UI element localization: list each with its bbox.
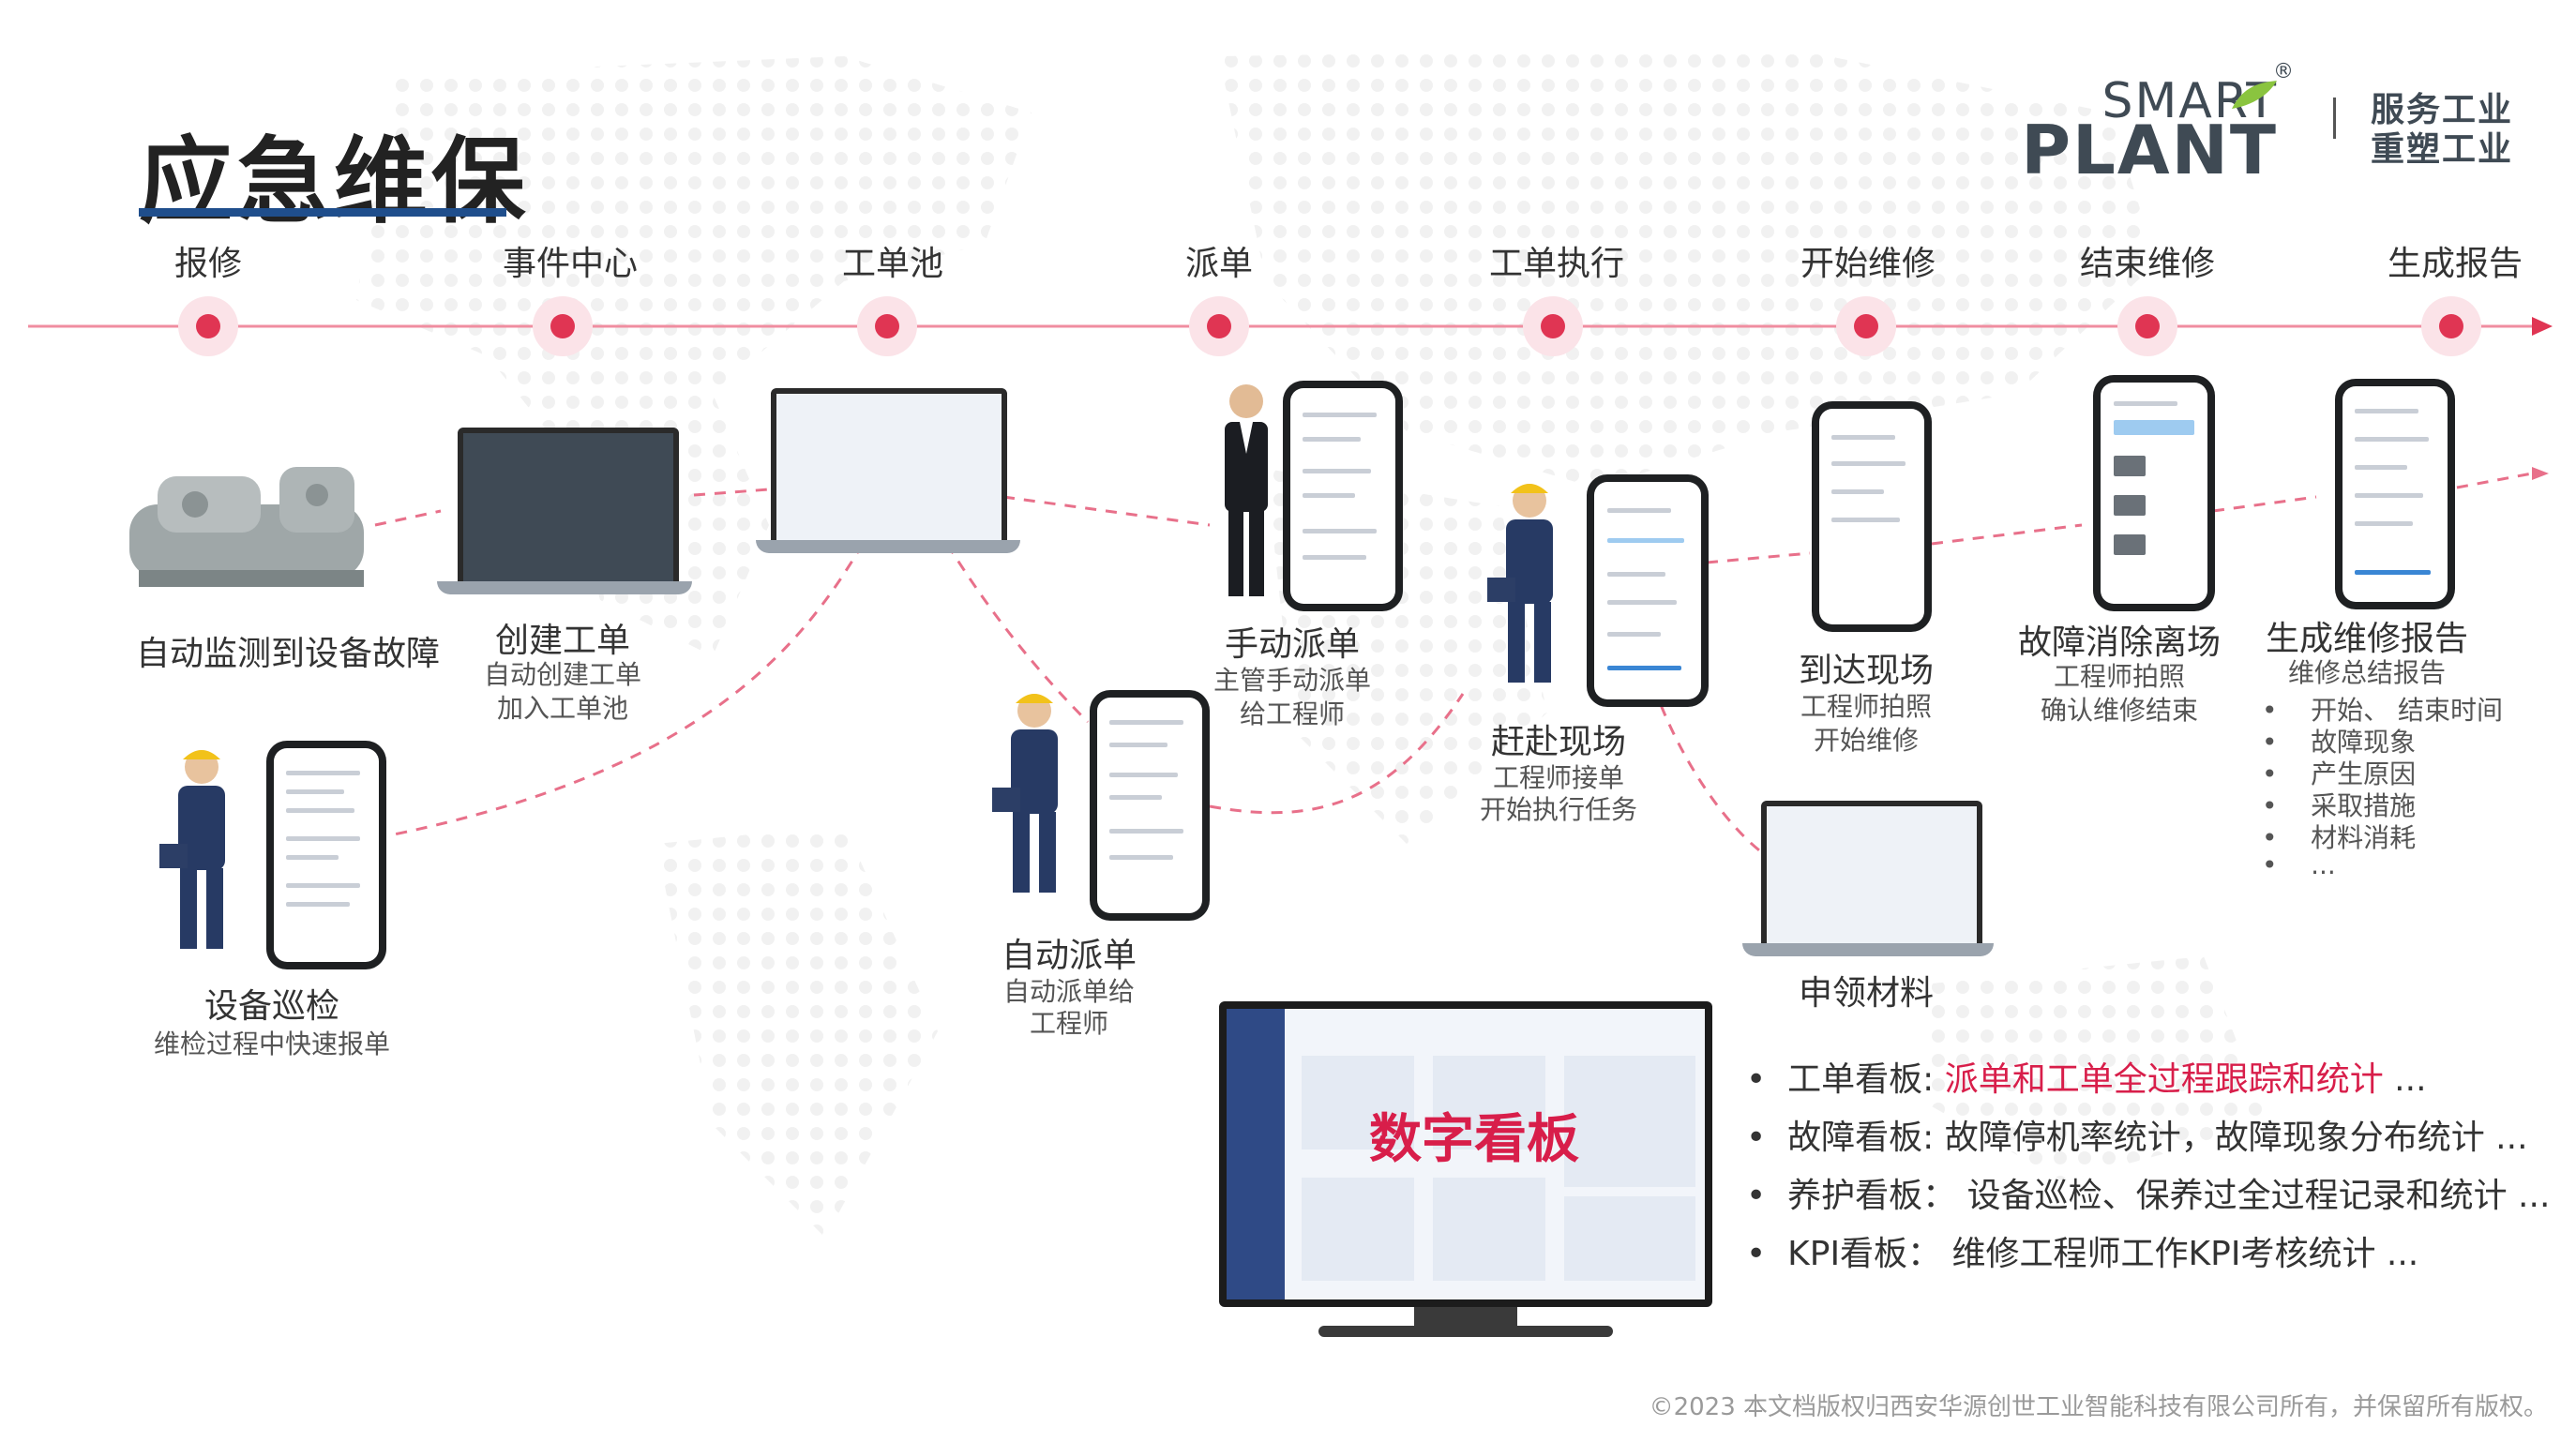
report-bullet: • 开始、 结束时间 [2262, 695, 2504, 726]
phone-screen [1594, 482, 1701, 699]
laptop-base [1742, 943, 1994, 956]
laptop-icon [771, 388, 1007, 546]
stage-label-dispatch: 派单 [1184, 245, 1254, 283]
monitor-foot [1318, 1326, 1613, 1337]
caption-inspect-sub: 维检过程中快速报单 [153, 1029, 391, 1059]
report-bullet: • ... [2262, 849, 2336, 880]
caption-material-title: 申领材料 [1798, 974, 1935, 1013]
worker-icon [159, 750, 225, 949]
laptop-base [437, 581, 692, 594]
timeline-dot [1523, 296, 1583, 356]
caption-inspect-title: 设备巡检 [203, 987, 340, 1026]
stage-label-end-repair: 结束维修 [2079, 245, 2216, 283]
timeline-line [28, 317, 2553, 336]
board-item-fault: • 故障看板: 故障停机率统计，故障现象分布统计 ... [1746, 1119, 2528, 1157]
caption-auto-dispatch-title: 自动派单 [1001, 937, 1137, 975]
caption-report-title: 生成维修报告 [2265, 620, 2469, 658]
phone-icon [1812, 401, 1932, 632]
caption-auto-detect: 自动监测到设备故障 [135, 635, 441, 673]
dashboard-screen [1227, 1009, 1705, 1299]
page-title: 应急维保 [139, 127, 529, 236]
caption-create-sub1: 自动创建工单 [483, 659, 642, 690]
laptop-base [756, 540, 1020, 553]
caption-manual-title: 手动派单 [1224, 625, 1361, 664]
phone-icon [1283, 381, 1403, 611]
caption-arrive-sub1: 工程师拍照 [1800, 691, 1933, 722]
timeline-dot [2421, 296, 2481, 356]
caption-rush-sub2: 开始执行任务 [1479, 794, 1638, 825]
businessman-icon [1225, 384, 1268, 596]
stage-label-gen-report: 生成报告 [2387, 245, 2523, 283]
phone-icon [1090, 690, 1210, 921]
phone-screen [1097, 698, 1202, 913]
timeline-dot [1836, 296, 1896, 356]
phone-icon [266, 741, 386, 969]
caption-arrive-title: 到达现场 [1798, 652, 1935, 690]
timeline-dot [533, 296, 593, 356]
phone-icon [2093, 375, 2215, 611]
caption-arrive-sub2: 开始维修 [1813, 725, 1920, 756]
report-bullet: • 产生原因 [2262, 759, 2417, 789]
logo-leaf-icon [2232, 81, 2277, 109]
caption-auto-dispatch-sub2: 工程师 [1029, 1008, 1109, 1039]
worker-icon [1487, 484, 1553, 683]
copyright-text: ©2023 本文档版权归西安华源创世工业智能科技有限公司所有，并保留所有版权。 [1649, 1393, 2548, 1421]
caption-create-title: 创建工单 [494, 622, 631, 660]
caption-rush-title: 赶赴现场 [1490, 723, 1627, 761]
report-bullet: • 故障现象 [2262, 727, 2417, 758]
laptop-icon [1761, 801, 1982, 949]
caption-manual-sub1: 主管手动派单 [1213, 665, 1372, 696]
caption-report-sub: 维修总结报告 [2287, 657, 2447, 688]
phone-icon [1587, 474, 1709, 707]
timeline-dot [1189, 296, 1249, 356]
caption-leave-sub1: 工程师拍照 [2053, 661, 2186, 692]
board-item-kpi: • KPI看板： 维修工程师工作KPI考核统计 ... [1746, 1235, 2419, 1273]
stage-label-event-center: 事件中心 [502, 245, 639, 283]
logo-reg-mark: ® [2273, 60, 2294, 83]
stage-label-order-pool: 工单池 [841, 245, 944, 283]
timeline-dot [2117, 296, 2177, 356]
laptop-icon [458, 428, 679, 587]
stage-label-execute: 工单执行 [1488, 245, 1625, 283]
logo-slogan-1: 服务工业 [2371, 91, 2514, 129]
phone-screen [2343, 386, 2448, 602]
board-item-maintenance: • 养护看板： 设备巡检、保养过全过程记录和统计 ... [1746, 1177, 2551, 1215]
phone-screen [274, 748, 379, 962]
report-bullet: • 材料消耗 [2262, 822, 2417, 853]
logo-plant-text: PLANT [2021, 111, 2278, 189]
phone-screen [2101, 383, 2207, 604]
timeline-dot [857, 296, 917, 356]
dashboard-overlay-label: 数字看板 [1369, 1109, 1579, 1170]
title-underline [139, 208, 506, 217]
logo-slogan-2: 重塑工业 [2371, 130, 2514, 169]
phone-screen [1290, 388, 1395, 604]
stage-label-start-repair: 开始维修 [1800, 245, 1936, 283]
board-item-order: • 工单看板: 派单和工单全过程跟踪和统计 ... [1746, 1060, 2427, 1099]
caption-create-sub2: 加入工单池 [496, 693, 629, 724]
logo-separator [2333, 98, 2336, 139]
monitor-stand [1414, 1307, 1517, 1328]
chiller-machine-icon [129, 467, 364, 587]
caption-leave-sub2: 确认维修结束 [2040, 695, 2199, 726]
phone-screen [1819, 409, 1924, 624]
worker-icon [992, 694, 1058, 893]
caption-manual-sub2: 给工程师 [1239, 698, 1346, 729]
caption-rush-sub1: 工程师接单 [1492, 762, 1625, 793]
caption-auto-dispatch-sub1: 自动派单给 [1002, 976, 1136, 1007]
monitor-icon [1219, 1001, 1712, 1307]
timeline-dot [178, 296, 238, 356]
stage-label-report: 报修 [173, 245, 243, 283]
phone-icon [2335, 379, 2455, 609]
report-bullet: • 采取措施 [2262, 790, 2417, 821]
caption-leave-title: 故障消除离场 [2017, 623, 2222, 662]
